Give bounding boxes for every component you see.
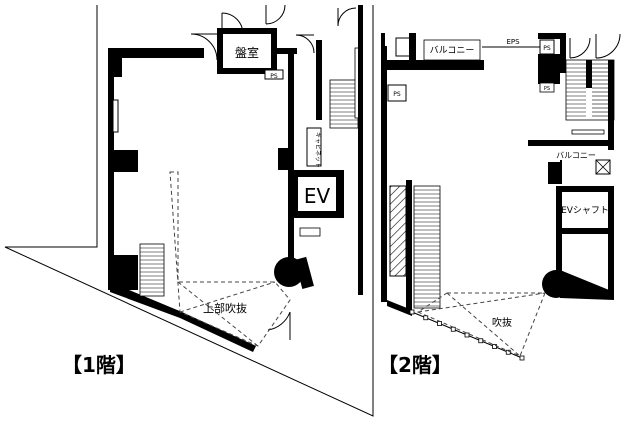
stair-treads-left-2f	[414, 189, 440, 307]
floor2-plan: PS バルコニー EPS PS PS バルコニー	[378, 33, 621, 377]
stair-treads-left-1f	[140, 247, 164, 293]
railing-post	[478, 338, 484, 344]
railing-post	[450, 326, 456, 332]
door-bottom-right-1f	[267, 311, 291, 340]
void-outline-2f	[416, 292, 546, 357]
label-panel-room: 盤室	[235, 45, 259, 60]
stair-left-1f	[139, 243, 165, 297]
label-ev-1f: EV	[304, 184, 331, 208]
door-right-upper-1f	[295, 34, 315, 54]
wall-panel-room-left	[217, 28, 223, 74]
wall-panel-room-top	[217, 28, 277, 34]
wall-far-right-1f	[358, 5, 363, 295]
balcony-right-area-2f	[560, 150, 610, 160]
railing-post	[437, 321, 442, 326]
column-edge-2f	[560, 160, 562, 184]
column-left-mid-1f	[108, 150, 138, 172]
ev-car-1f	[298, 177, 336, 211]
window-left-1f	[112, 99, 119, 133]
label-ps-right-2f: PS	[544, 86, 550, 92]
handrail-2f	[571, 129, 605, 135]
door-top-right-1f	[337, 7, 357, 27]
railing-post	[519, 355, 525, 361]
label-cabinet-1f: キャビネット	[314, 132, 322, 168]
wall-left-upper-1f	[108, 77, 114, 170]
label-void-1f: 上部吹抜	[203, 301, 247, 315]
void-diagonal-b-1f	[179, 281, 276, 313]
column-wing-1f	[294, 256, 314, 290]
balcony-top-2f	[423, 39, 481, 61]
railing-post	[492, 344, 497, 349]
wall-panel-room-bottom	[217, 68, 277, 74]
stair-treads-right-2f	[566, 63, 608, 117]
door-top-right-2f	[595, 33, 621, 59]
column-left-bottom-1f	[108, 255, 138, 290]
void-diagonal-a-1f	[177, 281, 259, 347]
site-boundary-1f	[4, 5, 374, 417]
label-ps-1f: PS	[270, 73, 278, 80]
wall-balcony-right-top-2f	[528, 140, 612, 146]
label-balcony-right-2f: バルコニー	[556, 151, 596, 160]
railing-post	[464, 332, 470, 338]
ps-box-1f	[264, 69, 284, 80]
floor1-title: 【1階】	[62, 353, 136, 377]
door-top-left-2f	[569, 37, 591, 59]
wall-top-right-1f	[277, 48, 297, 54]
wall-stair-left-2f	[560, 33, 566, 73]
label-ps-left-2f: PS	[393, 91, 401, 98]
stair-treads-right-1f	[330, 83, 358, 125]
wall-right-upper-1f	[288, 48, 294, 168]
wall-panel-room-right	[271, 28, 277, 74]
void-outline-1f	[169, 171, 291, 347]
duct-cross-icon	[595, 159, 611, 175]
label-eps-2f: EPS	[506, 38, 520, 46]
label-ps-top-2f: PS	[543, 45, 551, 52]
wall-left-ledge-2f	[381, 60, 409, 70]
door-panel-room-1f	[190, 33, 218, 61]
wall-right-2f	[608, 60, 614, 150]
door-top-mid-1f	[265, 4, 286, 25]
ev-door-1f	[299, 227, 321, 237]
wall-ps-top-2f	[538, 33, 560, 39]
wall-below-ev-2f	[556, 234, 562, 274]
label-balcony-top-2f: バルコニー	[430, 45, 475, 56]
wall-top-left-1f	[108, 48, 204, 77]
column-balcony-2f	[548, 162, 560, 184]
wall-left-2f	[381, 46, 387, 302]
wall-stair-left-2f	[406, 180, 412, 310]
stair-center-wall-2f	[586, 60, 592, 88]
wall-stair-right-1f	[316, 40, 322, 120]
wall-top-corner-2f	[381, 33, 385, 47]
label-void-2f: 吹抜	[492, 316, 512, 329]
wall-bottom-diagonal-1f	[110, 285, 256, 352]
floor2-title: 【2階】	[378, 353, 452, 377]
void-diagonal-b-2f	[417, 292, 546, 313]
ps-box-left-2f	[387, 84, 407, 102]
storage-box-2f	[395, 37, 411, 57]
ev-shaft-2f	[562, 192, 608, 228]
wall-top-2f	[409, 60, 484, 70]
wall-bottom-right-2f	[560, 270, 614, 300]
hatched-wall-2f	[389, 185, 407, 277]
door-top-left-1f	[221, 12, 244, 35]
column-right-mid-1f	[278, 148, 294, 170]
wall-right-lower-2f	[608, 234, 614, 298]
ps-box-right-2f	[539, 82, 555, 93]
column-ps-2f	[538, 54, 560, 84]
wall-left-lower-1f	[108, 172, 114, 272]
railing-post	[409, 309, 415, 315]
cabinet-box-1f	[306, 127, 322, 167]
wall-bottom-left-2f	[387, 300, 412, 316]
label-ev-shaft-2f: EVシャフト	[561, 206, 609, 216]
floor1-plan: 盤室 PS キャビネット EV	[4, 4, 374, 417]
wall-top-left-2f	[409, 33, 416, 70]
void-diagonal-a-2f	[446, 292, 521, 357]
stair-left-2f	[413, 185, 441, 309]
